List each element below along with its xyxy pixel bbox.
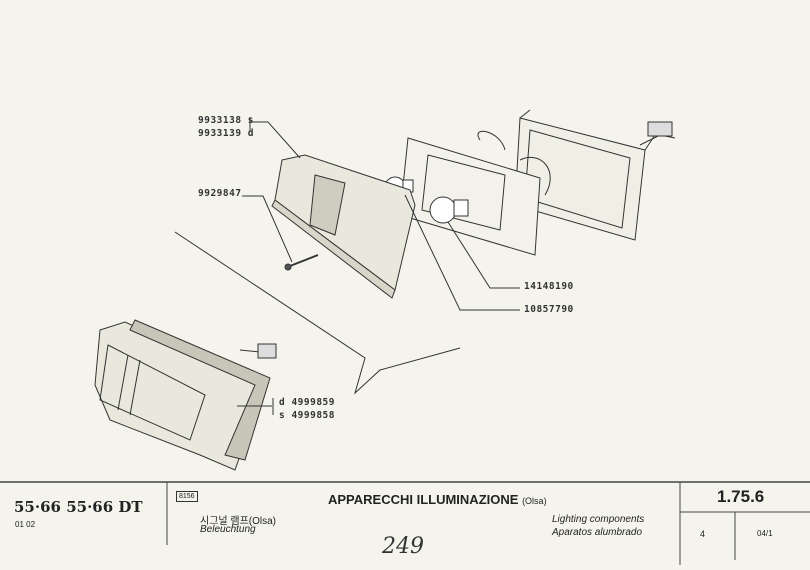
revision-date: 04/1 [757, 529, 773, 538]
lower-lamp-assembly [94, 319, 277, 471]
callout-lens-right: 9933139 d [198, 128, 254, 139]
bulb-large [429, 196, 469, 224]
handwritten-page-number: 249 [382, 534, 424, 559]
callout-bulb-small: 10857790 [524, 304, 574, 315]
callout-lamp-left: s 4999858 [279, 410, 335, 421]
screw [284, 254, 319, 271]
model-numbers: 55·66 55·66 DT [14, 498, 143, 516]
lamp-housing [514, 109, 676, 241]
sheet-number: 4 [700, 529, 706, 539]
title-german: Beleuchtung [200, 524, 256, 535]
title-suffix: (Olsa) [522, 496, 547, 506]
callout-screw: 9929847 [198, 188, 242, 199]
callout-bulb-large: 14148190 [524, 281, 574, 292]
callout-lens-left: 9933138 s [198, 115, 254, 126]
title-english: Lighting components [552, 514, 645, 525]
title-text: APPARECCHI ILLUMINAZIONE [328, 492, 519, 507]
code-badge: 8156 [176, 491, 198, 502]
title-korean: 시그널 램프(Olsa) [200, 516, 276, 527]
title-spanish: Aparatos alumbrado [552, 527, 643, 538]
front-lens [271, 154, 416, 299]
section-number: 1.75.6 [717, 487, 765, 506]
callout-lamp-right: d 4999859 [279, 397, 335, 408]
page-title: APPARECCHI ILLUMINAZIONE (Olsa) [328, 492, 547, 507]
model-versions: 01 02 [15, 520, 36, 529]
